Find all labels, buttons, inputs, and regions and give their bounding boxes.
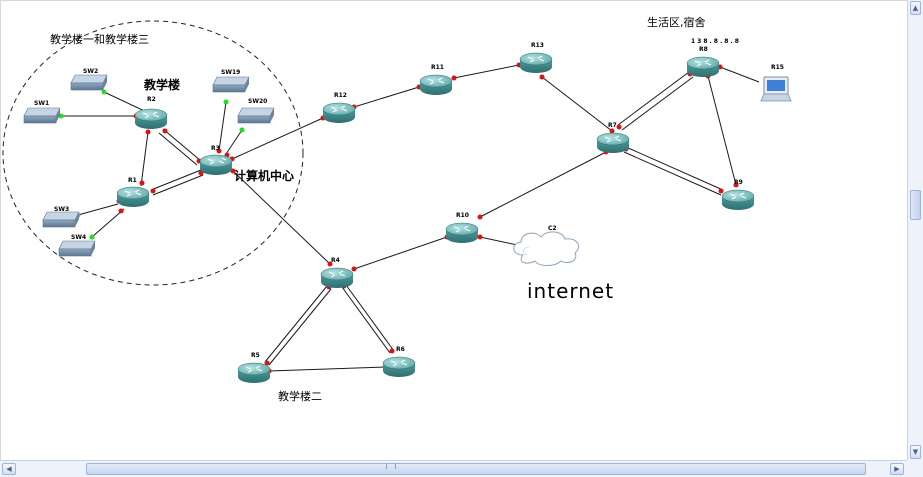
cloud-icon[interactable] (513, 231, 580, 266)
link-sw3-r1 (77, 203, 119, 216)
label-r4: R4 (331, 257, 340, 264)
switch-icon[interactable] (42, 211, 80, 228)
label-r2: R2 (147, 96, 156, 103)
scroll-corner (907, 460, 923, 477)
vertical-scrollbar[interactable]: ▲ ▼ (907, 0, 923, 460)
label-sw3: SW3 (54, 206, 69, 213)
topology-canvas[interactable]: SW2 SW1 SW19 SW20 SW3 SW4 R2 R3 R1 R12 R… (0, 0, 907, 460)
link-r11-r13 (453, 64, 520, 79)
link-r3-r12 (231, 117, 324, 160)
label-r10: R10 (456, 212, 469, 219)
campus-boundary (2, 20, 304, 286)
router-icon[interactable] (382, 356, 416, 377)
link-r2-r1 (140, 131, 149, 187)
link-r13-r7 (541, 76, 613, 132)
switch-icon[interactable] (70, 74, 108, 91)
label-r6: R6 (396, 346, 405, 353)
router-icon[interactable] (721, 189, 755, 210)
scroll-left-arrow-icon[interactable]: ◀ (2, 463, 16, 475)
scroll-right-arrow-icon[interactable]: ▶ (890, 463, 904, 475)
label-sw4: SW4 (71, 234, 86, 241)
switch-icon[interactable] (23, 107, 61, 124)
device-labels: SW2 SW1 SW19 SW20 SW3 SW4 R2 R3 R1 R12 R… (34, 38, 784, 359)
scroll-down-arrow-icon[interactable]: ▼ (910, 445, 921, 459)
label-r15: R15 (771, 64, 784, 71)
link-r8-r9 (707, 75, 737, 186)
double-links (150, 71, 724, 366)
link-r4-r10 (353, 236, 448, 270)
label-sw20: SW20 (248, 98, 267, 105)
horizontal-scrollbar[interactable]: ◀ ▶ (0, 460, 907, 477)
label-internet: internet (527, 279, 614, 303)
label-r11: R11 (431, 64, 444, 71)
link-sw4-r1 (91, 208, 125, 238)
label-r8: R8 (699, 46, 708, 53)
router-icon[interactable] (116, 186, 150, 207)
router-icon[interactable] (686, 56, 720, 77)
link-r3-r4 (232, 170, 331, 265)
label-r3: R3 (211, 145, 220, 152)
label-sw19: SW19 (221, 69, 240, 76)
area-label-campus: 教学楼一和教学楼三 (50, 32, 149, 46)
label-sw2: SW2 (83, 68, 98, 75)
label-r7: R7 (608, 122, 617, 129)
router-icon[interactable] (322, 102, 356, 123)
laptop-icon[interactable] (760, 76, 792, 102)
switch-icon[interactable] (58, 240, 96, 257)
link-sw20-r3 (225, 129, 243, 155)
label-r8-ip: 138.8.8.8 (691, 38, 741, 45)
label-r1: R1 (128, 177, 137, 184)
switch-icon[interactable] (237, 107, 275, 124)
router-icon[interactable] (134, 108, 168, 129)
vertical-scroll-thumb[interactable] (910, 190, 921, 220)
router-icon[interactable] (445, 222, 479, 243)
link-sw19-r3 (218, 101, 227, 152)
label-r9: R9 (734, 179, 743, 186)
label-r5: R5 (251, 352, 260, 359)
scroll-grip-icon (386, 463, 396, 469)
area-label-living: 生活区,宿舍 (647, 15, 706, 29)
label-r12: R12 (334, 92, 347, 99)
label-c2: C2 (548, 225, 557, 232)
links (61, 64, 760, 372)
link-r12-r11 (353, 86, 420, 108)
scroll-up-arrow-icon[interactable]: ▲ (910, 1, 921, 15)
router-icon[interactable] (320, 267, 354, 288)
router-icon[interactable] (519, 52, 553, 73)
topology-diagram: SW2 SW1 SW19 SW20 SW3 SW4 R2 R3 R1 R12 R… (2, 15, 792, 403)
port-dots-red (116, 62, 739, 374)
switch-icon[interactable] (212, 76, 250, 93)
router-icon[interactable] (199, 154, 233, 175)
router-icon[interactable] (237, 362, 271, 383)
label-teaching-building: 教学楼 (143, 77, 180, 92)
label-r13: R13 (531, 42, 544, 49)
link-r7-r10 (479, 151, 607, 218)
link-r5-r6 (268, 366, 386, 372)
label-sw1: SW1 (34, 100, 49, 107)
router-icon[interactable] (419, 74, 453, 95)
horizontal-scroll-thumb[interactable] (86, 463, 866, 475)
label-computer-center: 计算机中心 (234, 168, 294, 183)
area-label-building-two: 教学楼二 (278, 389, 322, 403)
router-icon[interactable] (596, 132, 630, 153)
link-r8-r15 (719, 66, 760, 83)
